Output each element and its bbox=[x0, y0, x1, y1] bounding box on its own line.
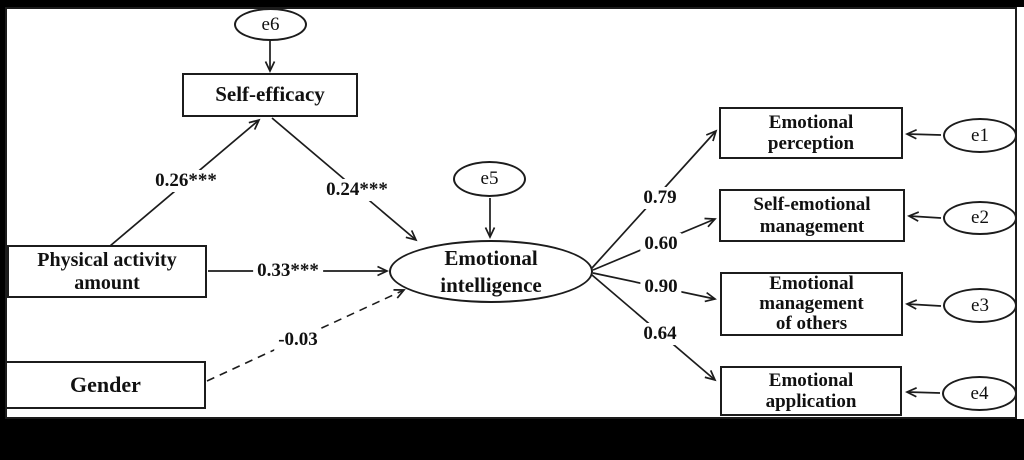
node-label-line: Emotional bbox=[768, 111, 854, 133]
error-term-e2: e2 bbox=[943, 201, 1017, 235]
error-label: e6 bbox=[261, 13, 280, 35]
arrow-e1-to-emotional-perception bbox=[905, 129, 942, 140]
coefficient-physical-activity-to-self-efficacy: 0.26*** bbox=[151, 170, 221, 192]
node-label-line: intelligence bbox=[440, 272, 542, 297]
node-label-line: Emotional bbox=[768, 369, 854, 391]
error-label: e1 bbox=[971, 124, 989, 146]
arrow-e2-to-self-emotional-management bbox=[907, 211, 942, 222]
node-label-line: Physical activity bbox=[37, 249, 177, 272]
node-label-line: Self-efficacy bbox=[215, 82, 325, 107]
node-emotional-perception: Emotional perception bbox=[719, 107, 903, 159]
node-emotional-application: Emotional application bbox=[720, 366, 902, 416]
node-physical-activity-amount: Physical activity amount bbox=[7, 245, 207, 298]
node-self-emotional-management: Self-emotional management bbox=[719, 189, 905, 242]
coefficient-ei-to-emotional-management-of-others: 0.90 bbox=[640, 276, 682, 298]
node-label-line: amount bbox=[74, 271, 140, 294]
node-label-line: perception bbox=[767, 133, 855, 154]
node-emotional-intelligence: Emotional intelligence bbox=[389, 240, 593, 303]
coefficient-physical-activity-to-emotional-intelligence: 0.33*** bbox=[253, 260, 323, 282]
node-label-line: of others bbox=[775, 312, 848, 334]
arrow-e3-to-emotional-management-of-others bbox=[905, 299, 942, 310]
coefficient-ei-to-emotional-application: 0.64 bbox=[639, 323, 681, 345]
error-term-e5: e5 bbox=[453, 161, 526, 197]
error-term-e3: e3 bbox=[943, 288, 1017, 323]
node-self-efficacy: Self-efficacy bbox=[182, 73, 358, 117]
node-emotional-management-of-others: Emotional management of others bbox=[720, 272, 903, 336]
node-label-line: Emotional bbox=[444, 246, 538, 271]
error-term-e1: e1 bbox=[943, 118, 1017, 153]
error-label: e3 bbox=[971, 294, 989, 316]
error-label: e4 bbox=[970, 382, 989, 404]
node-label-line: management bbox=[759, 215, 865, 237]
coefficient-ei-to-self-emotional-management: 0.60 bbox=[640, 233, 682, 255]
error-term-e6: e6 bbox=[234, 8, 307, 41]
node-label-line: management bbox=[759, 293, 864, 315]
node-label-line: Self-emotional bbox=[753, 194, 871, 216]
coefficient-ei-to-emotional-perception: 0.79 bbox=[639, 187, 681, 209]
arrow-e4-to-emotional-application bbox=[905, 387, 941, 398]
coefficient-self-efficacy-to-emotional-intelligence: 0.24*** bbox=[322, 179, 392, 201]
error-label: e5 bbox=[480, 168, 499, 190]
node-gender: Gender bbox=[5, 361, 206, 409]
diagram-panel-right-margin bbox=[1017, 7, 1024, 419]
error-label: e2 bbox=[971, 207, 989, 229]
node-label-line: Emotional bbox=[769, 273, 854, 295]
node-label-line: application bbox=[765, 391, 857, 412]
coefficient-gender-to-emotional-intelligence: -0.03 bbox=[274, 329, 322, 351]
error-term-e4: e4 bbox=[942, 376, 1017, 411]
node-label-line: Gender bbox=[70, 371, 141, 397]
